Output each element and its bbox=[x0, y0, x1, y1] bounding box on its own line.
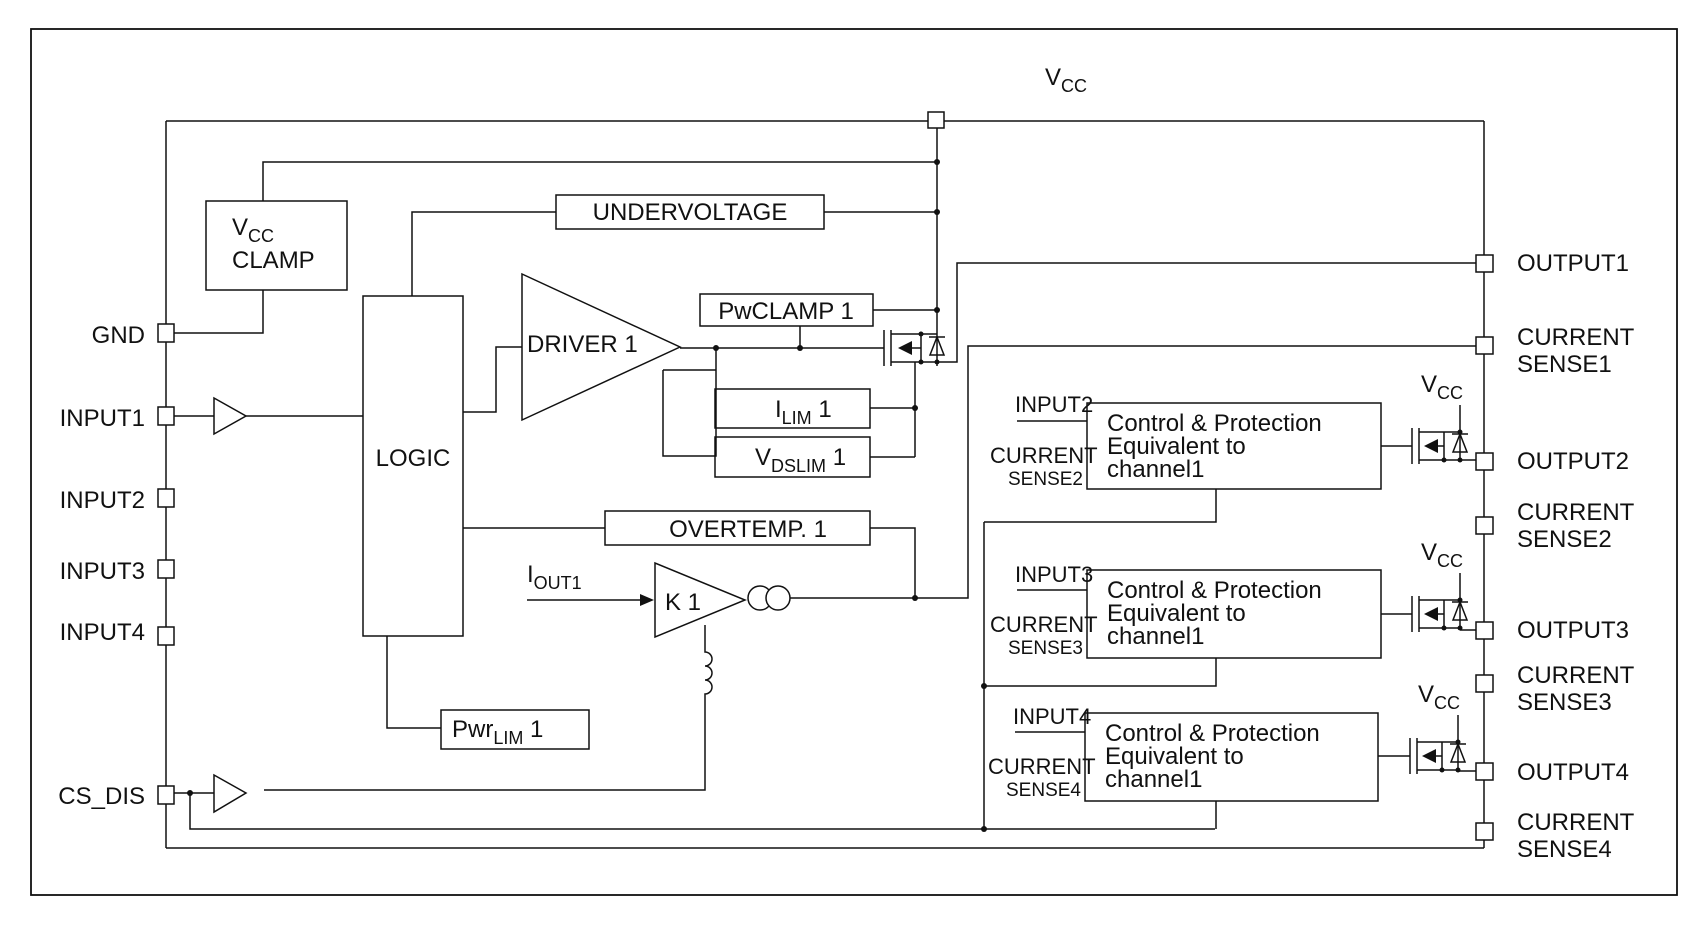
channel-3: Control & Protection Equivalent to chann… bbox=[990, 539, 1476, 659]
current-sense2-label-b: SENSE2 bbox=[1517, 526, 1612, 553]
channel-4: Control & Protection Equivalent to chann… bbox=[988, 681, 1476, 802]
chip-outline bbox=[165, 120, 1485, 849]
output2-pin bbox=[1475, 452, 1494, 471]
vcc-label: VCC bbox=[1045, 64, 1087, 96]
channel-3-cs-a: CURRENT bbox=[990, 612, 1098, 637]
channel-4-block bbox=[1084, 712, 1379, 802]
input2-pin bbox=[157, 488, 175, 508]
k1-label: K 1 bbox=[665, 589, 701, 616]
current-sense2-pin bbox=[1475, 516, 1494, 535]
channel-2-input: INPUT2 bbox=[1015, 392, 1093, 417]
channel-2-cs-a: CURRENT bbox=[990, 443, 1098, 468]
current-sense3-pin bbox=[1475, 674, 1494, 693]
current-sense1-label-a: CURRENT bbox=[1517, 324, 1635, 351]
current-sense1-label-b: SENSE1 bbox=[1517, 351, 1612, 378]
ilim-label: ILIM 1 bbox=[775, 396, 832, 428]
input3-label: INPUT3 bbox=[60, 558, 145, 585]
channel-2: Control & Protection Equivalent to chann… bbox=[990, 371, 1476, 490]
output4-pin bbox=[1475, 762, 1494, 781]
undervoltage-label: UNDERVOLTAGE bbox=[593, 199, 788, 226]
channel-4-cs-a: CURRENT bbox=[988, 754, 1096, 779]
diagram-frame bbox=[30, 28, 1678, 896]
iout-label: IOUT1 bbox=[527, 561, 582, 593]
overtemp-label: OVERTEMP. 1 bbox=[669, 516, 827, 543]
k1-triangle bbox=[654, 561, 747, 639]
undervoltage-block bbox=[555, 194, 825, 230]
channel-2-line2: Equivalent to bbox=[1107, 433, 1246, 460]
channel-3-line1: Control & Protection bbox=[1107, 577, 1322, 604]
gnd-label: GND bbox=[92, 322, 145, 349]
overtemp-block bbox=[604, 510, 871, 546]
channel-3-vcc: VCC bbox=[1421, 539, 1463, 571]
input4-pin bbox=[157, 626, 175, 646]
current-sense4-label-a: CURRENT bbox=[1517, 809, 1635, 836]
channel-3-block bbox=[1086, 569, 1382, 659]
channel-2-line1: Control & Protection bbox=[1107, 410, 1322, 437]
channel-2-line3: channel1 bbox=[1107, 456, 1204, 483]
pwrlim-label: PwrLIM 1 bbox=[452, 716, 543, 748]
vcc-pin bbox=[927, 111, 945, 129]
vcc-clamp-label: CLAMP bbox=[232, 247, 315, 274]
current-sense3-label-b: SENSE3 bbox=[1517, 689, 1612, 716]
channel-2-block bbox=[1086, 402, 1382, 490]
current-sense3-label-a: CURRENT bbox=[1517, 662, 1635, 689]
channel-3-input: INPUT3 bbox=[1015, 562, 1093, 587]
channel-4-line1: Control & Protection bbox=[1105, 720, 1320, 747]
channel-4-cs-b: SENSE4 bbox=[1006, 780, 1081, 801]
channel-2-cs-b: SENSE2 bbox=[1008, 469, 1083, 490]
mosfet-1 bbox=[883, 330, 946, 366]
input4-label: INPUT4 bbox=[60, 619, 145, 646]
input3-pin bbox=[157, 559, 175, 579]
output4-label: OUTPUT4 bbox=[1517, 759, 1629, 786]
pwclamp-block bbox=[699, 293, 874, 327]
cs-dis-pin bbox=[157, 785, 175, 805]
channel-3-line2: Equivalent to bbox=[1107, 600, 1246, 627]
pwclamp-label: PwCLAMP 1 bbox=[718, 298, 854, 325]
input2-label: INPUT2 bbox=[60, 487, 145, 514]
channel-4-input: INPUT4 bbox=[1013, 704, 1091, 729]
coil bbox=[264, 625, 713, 791]
channel-4-line3: channel1 bbox=[1105, 766, 1202, 793]
current-sense4-pin bbox=[1475, 822, 1494, 841]
channel-3-cs-b: SENSE3 bbox=[1008, 638, 1083, 659]
logic-label: LOGIC bbox=[376, 445, 451, 472]
channel-2-vcc: VCC bbox=[1421, 371, 1463, 403]
channel-3-line3: channel1 bbox=[1107, 623, 1204, 650]
input1-pin bbox=[157, 406, 175, 426]
cs-dis-label: CS_DIS bbox=[58, 783, 145, 810]
gnd-pin bbox=[157, 323, 175, 343]
logic-block bbox=[362, 295, 464, 637]
input1-label: INPUT1 bbox=[60, 405, 145, 432]
vdslim-label: VDSLIM 1 bbox=[755, 444, 846, 476]
current-sense1-pin bbox=[1475, 336, 1494, 355]
channel-4-line2: Equivalent to bbox=[1105, 743, 1244, 770]
driver-label: DRIVER 1 bbox=[527, 331, 638, 358]
channel-4-vcc: VCC bbox=[1418, 681, 1460, 713]
output2-label: OUTPUT2 bbox=[1517, 448, 1629, 475]
output1-label: OUTPUT1 bbox=[1517, 250, 1629, 277]
pwrlim-block bbox=[440, 709, 590, 750]
vcc-clamp-block bbox=[205, 200, 348, 291]
vcc-clamp-v: VCC bbox=[232, 214, 274, 246]
current-sense4-label-b: SENSE4 bbox=[1517, 836, 1612, 863]
output3-pin bbox=[1475, 621, 1494, 640]
output3-label: OUTPUT3 bbox=[1517, 617, 1629, 644]
current-sense2-label-a: CURRENT bbox=[1517, 499, 1635, 526]
output1-pin bbox=[1475, 254, 1494, 273]
